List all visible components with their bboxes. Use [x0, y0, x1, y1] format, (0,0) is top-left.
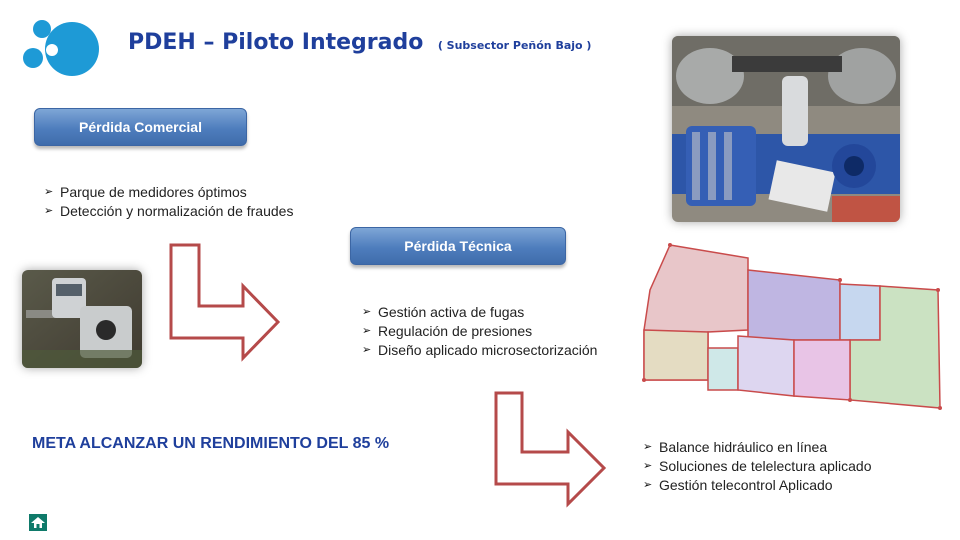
- arrowhead-bullet-icon: ➢: [643, 479, 653, 491]
- technical-list: ➢Gestión activa de fugas ➢Regulación de …: [362, 303, 597, 360]
- arrowhead-bullet-icon: ➢: [362, 325, 372, 337]
- arrowhead-bullet-icon: ➢: [643, 460, 653, 472]
- list-item: ➢Gestión telecontrol Aplicado: [643, 477, 833, 493]
- goal-text: META ALCANZAR UN RENDIMIENTO DEL 85 %: [32, 435, 390, 452]
- arrowhead-bullet-icon: ➢: [44, 186, 54, 198]
- elbow-arrow-icon: [169, 243, 281, 362]
- list-item: ➢Regulación de presiones: [362, 323, 533, 339]
- title-text: PDEH – Piloto Integrado: [128, 30, 424, 55]
- subtitle-text: ( Subsector Peñón Bajo ): [437, 39, 592, 52]
- list-item: ➢Gestión activa de fugas: [362, 304, 525, 320]
- arrowhead-bullet-icon: ➢: [44, 205, 54, 217]
- technical-loss-label: Pérdida Técnica: [404, 238, 512, 254]
- commercial-loss-button[interactable]: Pérdida Comercial: [34, 108, 247, 146]
- pressure-valve-photo: [672, 36, 900, 222]
- bubbles-logo-icon: [23, 20, 99, 76]
- water-meter-photo: [22, 270, 142, 368]
- arrowhead-bullet-icon: ➢: [362, 306, 372, 318]
- arrowhead-bullet-icon: ➢: [362, 344, 372, 356]
- house-logo-icon: [29, 514, 47, 531]
- list-item: ➢Balance hidráulico en línea: [643, 439, 828, 455]
- commercial-list: ➢Parque de medidores óptimos ➢Detección …: [44, 183, 293, 221]
- list-item: ➢Soluciones de telelectura aplicado: [643, 458, 872, 474]
- list-item: ➢Parque de medidores óptimos: [44, 184, 247, 200]
- monitoring-list: ➢Balance hidráulico en línea ➢Soluciones…: [643, 438, 871, 495]
- list-item: ➢Diseño aplicado microsectorización: [362, 342, 598, 358]
- sector-map-image: [608, 240, 948, 420]
- technical-loss-button[interactable]: Pérdida Técnica: [350, 227, 566, 265]
- list-item: ➢Detección y normalización de fraudes: [44, 203, 294, 219]
- elbow-arrow-icon: [494, 391, 607, 508]
- page-title: PDEH – Piloto Integrado ( Subsector Peñó…: [128, 30, 591, 55]
- commercial-loss-label: Pérdida Comercial: [79, 119, 202, 135]
- arrowhead-bullet-icon: ➢: [643, 441, 653, 453]
